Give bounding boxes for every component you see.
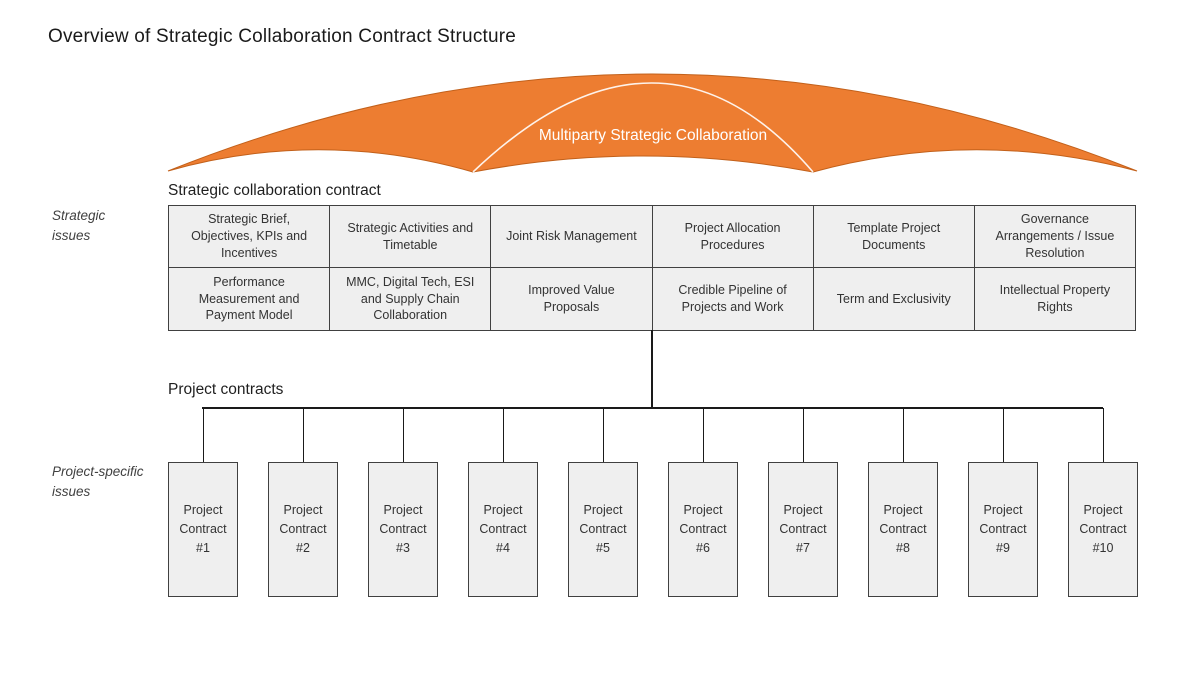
project-contract-box-1: Project Contract #1 — [168, 462, 238, 597]
contract-table: Strategic Brief, Objectives, KPIs and In… — [168, 205, 1136, 331]
contract-cell-r1c2: Strategic Activities and Timetable — [330, 206, 492, 268]
connector-drop-line-2 — [302, 408, 304, 462]
connector-main-vertical-line — [651, 330, 653, 408]
connector-drop-line-1 — [202, 408, 204, 462]
contract-cell-r2c1: Performance Measurement and Payment Mode… — [169, 268, 331, 331]
umbrella-canopy — [167, 73, 1138, 173]
contract-cell-r2c6: Intellectual Property Rights — [974, 268, 1136, 331]
project-contract-box-10: Project Contract #10 — [1068, 462, 1138, 597]
connector-horizontal-branch-line — [202, 407, 1103, 409]
project-contract-box-6: Project Contract #6 — [668, 462, 738, 597]
contract-cell-r1c1: Strategic Brief, Objectives, KPIs and In… — [169, 206, 331, 268]
project-contracts-heading: Project contracts — [168, 381, 284, 398]
connector-drop-line-6 — [702, 408, 704, 462]
connector-drop-line-9 — [1002, 408, 1004, 462]
contract-cell-r1c3: Joint Risk Management — [491, 206, 653, 268]
connector-drop-line-7 — [802, 408, 804, 462]
connector-drop-line-5 — [602, 408, 604, 462]
project-contract-box-8: Project Contract #8 — [868, 462, 938, 597]
connector-drop-line-8 — [902, 408, 904, 462]
contract-cell-r2c3: Improved Value Proposals — [491, 268, 653, 331]
page-title: Overview of Strategic Collaboration Cont… — [48, 26, 517, 47]
project-contract-box-3: Project Contract #3 — [368, 462, 438, 597]
strategic-contract-heading: Strategic collaboration contract — [168, 182, 381, 199]
contract-cell-r1c4: Project Allocation Procedures — [652, 206, 814, 268]
project-contract-box-5: Project Contract #5 — [568, 462, 638, 597]
contract-cell-r1c5: Template Project Documents — [813, 206, 975, 268]
connector-drop-line-10 — [1102, 408, 1104, 462]
umbrella-label: Multiparty Strategic Collaboration — [539, 127, 767, 144]
strategic-issues-side-label: Strategic issues — [52, 208, 106, 244]
contract-cell-r2c5: Term and Exclusivity — [813, 268, 975, 331]
umbrella-inner-arch — [472, 82, 814, 173]
connector-drop-line-3 — [402, 408, 404, 462]
project-contract-box-7: Project Contract #7 — [768, 462, 838, 597]
project-contract-box-4: Project Contract #4 — [468, 462, 538, 597]
contract-cell-r1c6: Governance Arrangements / Issue Resoluti… — [974, 206, 1136, 268]
project-specific-issues-side-label: Project-specific issues — [52, 464, 144, 500]
connector-drop-line-4 — [502, 408, 504, 462]
project-contract-box-9: Project Contract #9 — [968, 462, 1038, 597]
project-contract-box-2: Project Contract #2 — [268, 462, 338, 597]
contract-cell-r2c2: MMC, Digital Tech, ESI and Supply Chain … — [330, 268, 492, 331]
contract-cell-r2c4: Credible Pipeline of Projects and Work — [652, 268, 814, 331]
